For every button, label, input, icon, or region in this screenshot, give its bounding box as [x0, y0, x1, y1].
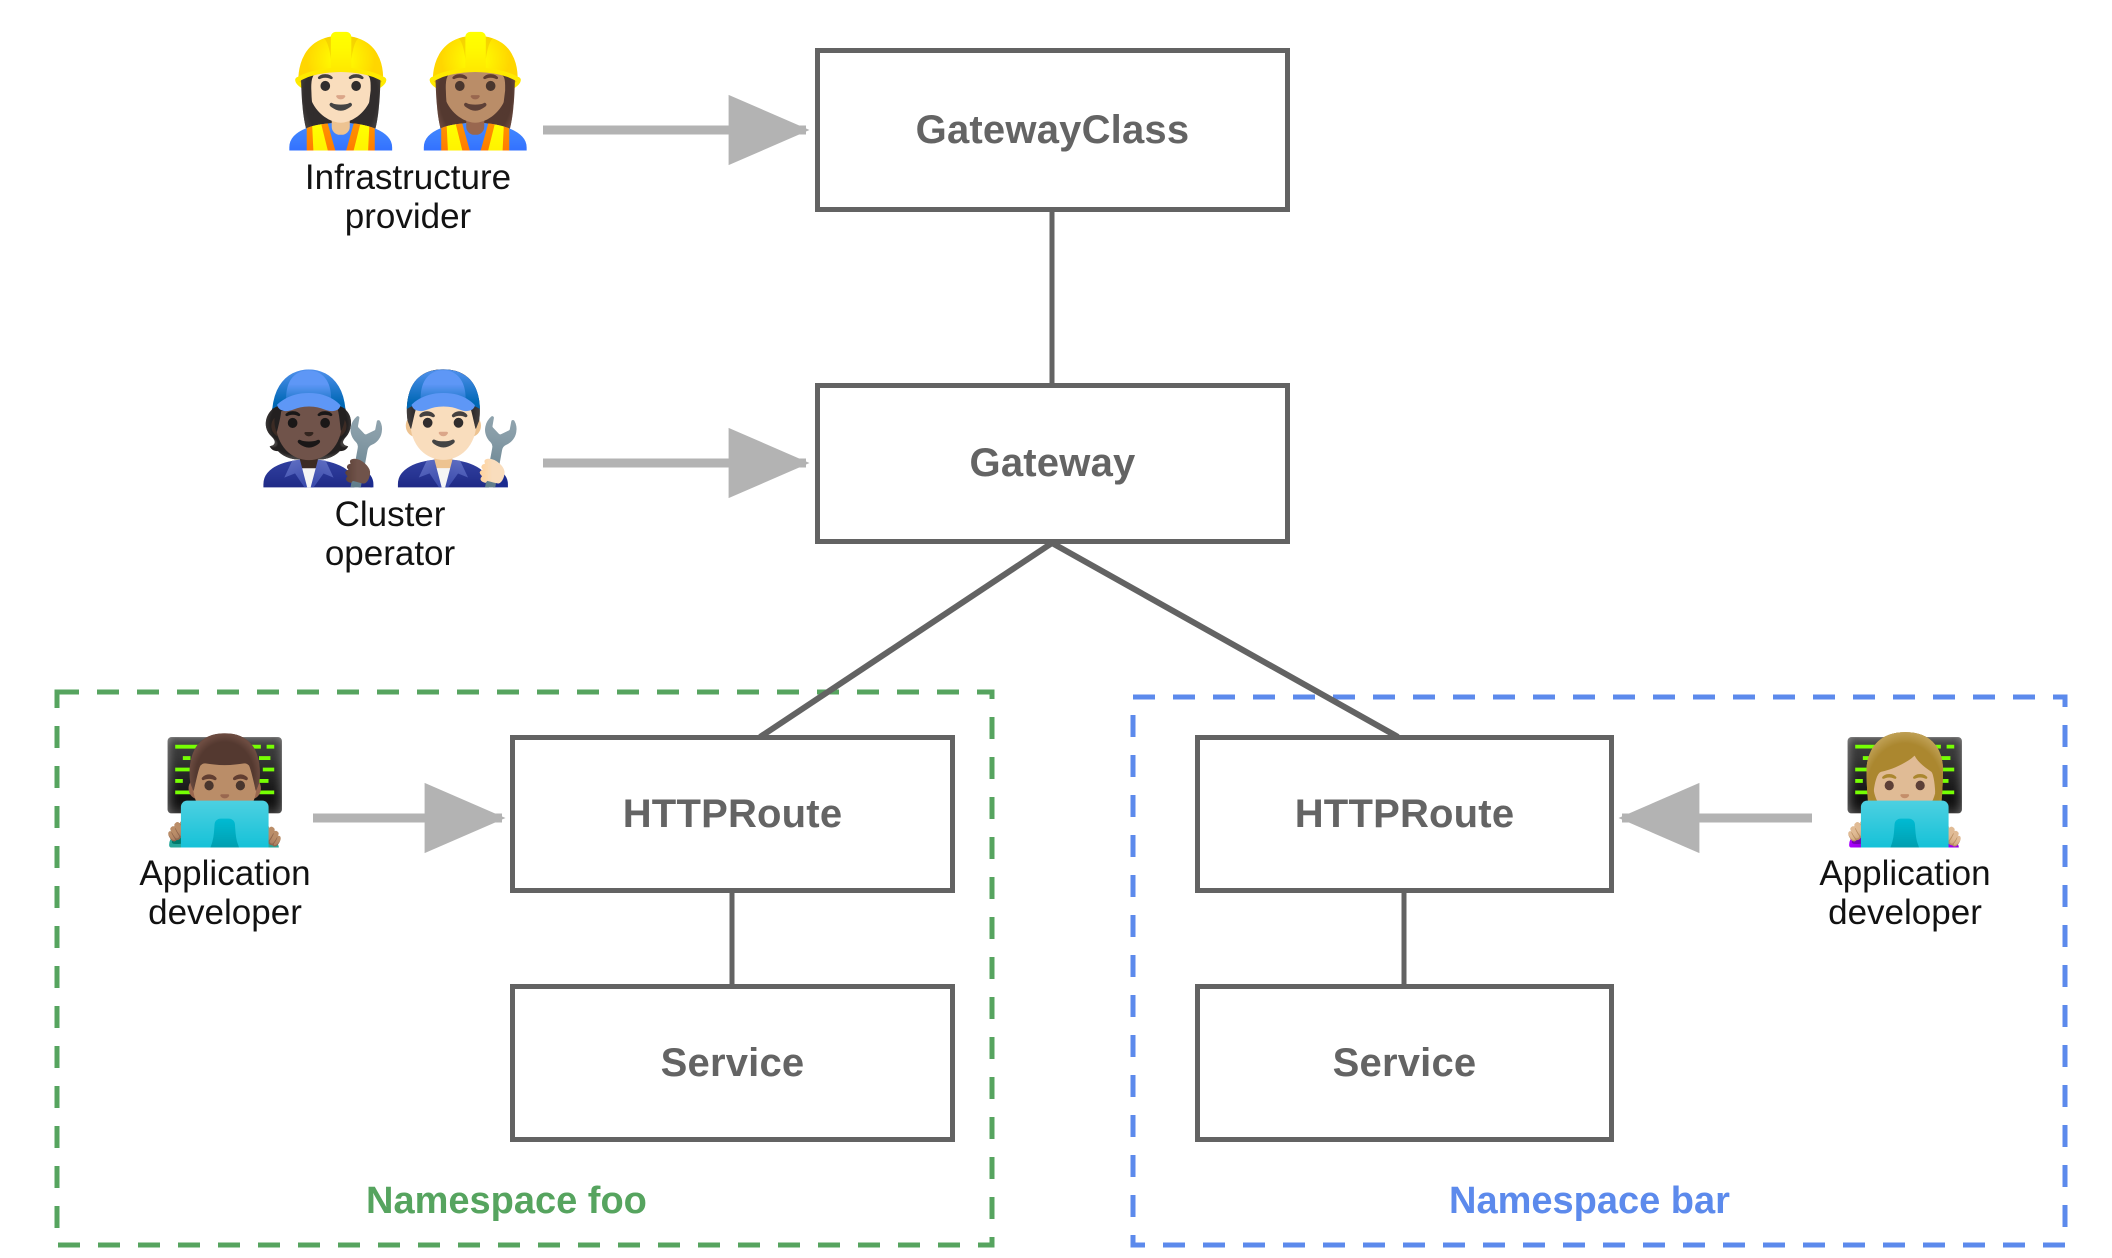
node-gatewayclass-label: GatewayClass [915, 107, 1190, 152]
persona-app-developer-bar-label: Application developer [1819, 854, 1991, 933]
node-httproute-foo-label: HTTPRoute [622, 791, 843, 836]
persona-cluster-operator-label: Cluster operator [324, 495, 456, 574]
connector-gateway-httproute-bar [1050, 540, 1400, 740]
node-service-foo[interactable]: Service [510, 984, 955, 1142]
namespace-foo-caption: Namespace foo [366, 1180, 647, 1222]
mechanic-icon: 🧑🏿‍🔧👨🏻‍🔧 [255, 366, 525, 491]
persona-app-developer-foo-label: Application developer [139, 854, 311, 933]
technologist-icon: 👩🏼‍💻 [1840, 729, 1970, 851]
node-service-foo-label: Service [660, 1040, 805, 1085]
persona-cluster-operator: 🧑🏿‍🔧👨🏻‍🔧 Cluster operator [256, 375, 525, 574]
namespace-bar-frame [1130, 694, 2068, 1248]
construction-worker-icon: 👷🏻‍♀️👷🏽‍♀️ [273, 29, 543, 154]
node-gateway-label: Gateway [969, 441, 1136, 485]
persona-infrastructure-provider-label: Infrastructure provider [304, 158, 512, 237]
node-service-bar-label: Service [1332, 1040, 1477, 1085]
node-httproute-bar[interactable]: HTTPRoute [1195, 735, 1614, 893]
namespace-foo-frame [54, 689, 995, 1248]
node-gatewayclass[interactable]: GatewayClass [815, 48, 1290, 212]
connector-gateway-httproute-foo [758, 540, 1054, 740]
namespace-bar-caption: Namespace bar [1449, 1180, 1730, 1222]
persona-app-developer-foo: 👨🏽‍💻 Application developer [110, 738, 340, 932]
persona-infrastructure-provider: 👷🏻‍♀️👷🏽‍♀️ Infrastructure provider [274, 38, 543, 237]
technologist-icon: 👨🏽‍💻 [160, 729, 290, 851]
node-httproute-foo[interactable]: HTTPRoute [510, 735, 955, 893]
persona-app-developer-bar: 👩🏼‍💻 Application developer [1790, 738, 2020, 932]
node-httproute-bar-label: HTTPRoute [1294, 791, 1515, 836]
node-service-bar[interactable]: Service [1195, 984, 1614, 1142]
node-gateway[interactable]: Gateway [815, 383, 1290, 544]
